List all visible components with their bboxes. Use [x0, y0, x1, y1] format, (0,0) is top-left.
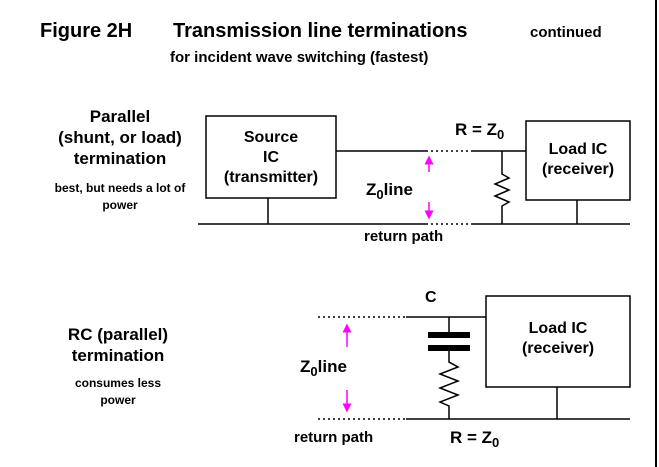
- parallel-heading: Parallel (shunt, or load) termination: [20, 106, 220, 169]
- parallel-line-label-sub: 0: [376, 187, 384, 202]
- rc-line-label-z: Z: [300, 357, 311, 376]
- rc-note-line-1: consumes less: [74, 376, 162, 390]
- parallel-note-line-1: best, but needs a lot of: [54, 181, 186, 195]
- figure-label: Figure 2H: [40, 20, 133, 42]
- parallel-resistor-label: R = Z0: [455, 120, 505, 142]
- source-ic-box: [205, 115, 337, 199]
- parallel-resistor-label-text: R = Z: [455, 120, 498, 139]
- right-border: [655, 0, 657, 467]
- rc-load-ic-label-line-1: Load IC: [528, 320, 588, 337]
- rc-load-ic-label: Load IC (receiver): [486, 319, 630, 359]
- rc-heading: RC (parallel) termination: [18, 324, 218, 366]
- source-ic-label: Source IC (transmitter): [206, 128, 336, 188]
- parallel-note-line-2: power: [102, 198, 138, 212]
- rc-note: consumes less power: [18, 375, 218, 409]
- parallel-return-path-label: return path: [364, 228, 444, 245]
- figure-subtitle: for incident wave switching (fastest): [170, 49, 429, 66]
- rc-capacitor-plate-top: [428, 332, 470, 338]
- rc-note-line-2: power: [100, 393, 136, 407]
- rc-resistor-label-text: R = Z: [450, 428, 493, 447]
- source-ic-label-line-2: IC: [263, 149, 279, 166]
- source-ic-label-line-3: (transmitter): [223, 169, 319, 186]
- figure-continued: continued: [530, 24, 602, 41]
- figure-title: Transmission line terminations: [173, 20, 468, 42]
- rc-capacitor-plate-bottom: [428, 345, 470, 351]
- parallel-resistor-label-sub: 0: [497, 127, 505, 142]
- parallel-heading-line-2: (shunt, or load): [58, 128, 182, 147]
- parallel-heading-line-3: termination: [73, 149, 167, 168]
- parallel-line-label-z: Z: [366, 180, 377, 199]
- rc-resistor-label-sub: 0: [492, 435, 500, 450]
- parallel-load-ic-label-line-2: (receiver): [541, 161, 615, 178]
- rc-resistor-label: R = Z0: [450, 428, 500, 450]
- rc-line-label-text: line: [317, 357, 347, 376]
- parallel-line-label-text: line: [383, 180, 413, 199]
- source-ic-label-line-1: Source: [243, 129, 299, 146]
- rc-resistor: [437, 351, 461, 419]
- parallel-load-ic-box: [525, 120, 631, 201]
- rc-heading-line-2: termination: [71, 346, 165, 365]
- rc-return-path-label: return path: [294, 429, 374, 446]
- rc-load-ic-box: [485, 295, 631, 388]
- rc-load-ic-label-line-2: (receiver): [521, 340, 595, 357]
- parallel-load-ic-label: Load IC (receiver): [526, 140, 630, 180]
- rc-heading-line-1: RC (parallel): [67, 325, 169, 344]
- parallel-heading-line-1: Parallel: [89, 107, 151, 126]
- parallel-line-label: Z0line: [366, 180, 413, 202]
- rc-line-label: Z0line: [300, 357, 347, 379]
- parallel-resistor: [493, 151, 511, 224]
- parallel-note: best, but needs a lot of power: [20, 180, 220, 214]
- parallel-load-ic-label-line-1: Load IC: [548, 141, 608, 158]
- rc-line-label-sub: 0: [310, 364, 318, 379]
- rc-capacitor-label: C: [425, 289, 437, 306]
